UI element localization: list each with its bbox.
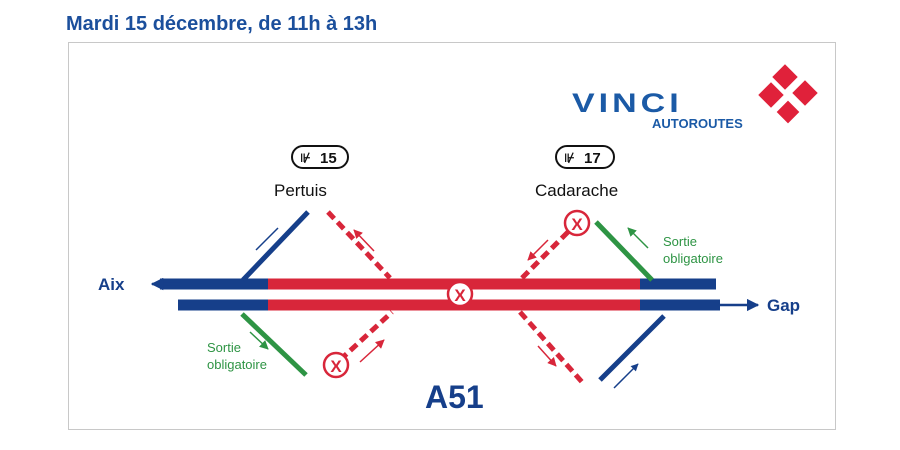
closed-marker-icon: X: [446, 280, 474, 308]
vinci-mark-icon: [758, 64, 818, 124]
logo-brand: VINCI: [572, 89, 683, 119]
mandatory-exit-note-west-1: Sortie: [207, 340, 241, 355]
cadarache-ramps: [518, 220, 666, 389]
exit-17: ⊮ 17 Cadarache: [535, 145, 618, 200]
mandatory-exit-note-east-2: obligatoire: [663, 251, 723, 266]
closed-marker-icon: X: [563, 209, 591, 237]
direction-aix: Aix: [98, 275, 125, 294]
road-name: A51: [425, 379, 484, 415]
svg-text:X: X: [454, 286, 466, 305]
exit-17-name: Cadarache: [535, 181, 618, 200]
exit-15-number: 15: [320, 150, 337, 167]
mandatory-exit-note-east-1: Sortie: [663, 234, 697, 249]
vinci-logo: VINCI AUTOROUTES: [572, 64, 818, 131]
exit-15-name: Pertuis: [274, 181, 327, 200]
logo-subtitle: AUTOROUTES: [652, 116, 743, 131]
map-frame: [68, 42, 836, 430]
exit-15: ⊮ 15 Pertuis: [274, 145, 349, 200]
svg-text:X: X: [571, 215, 583, 234]
closed-marker-icon: X: [322, 351, 350, 379]
exit-17-number: 17: [584, 150, 601, 167]
mandatory-exit-note-west-2: obligatoire: [207, 357, 267, 372]
svg-text:⊮: ⊮: [564, 151, 575, 165]
svg-text:X: X: [330, 357, 342, 376]
pertuis-ramps: [240, 210, 394, 377]
page-title: Mardi 15 décembre, de 11h à 13h: [66, 13, 378, 35]
direction-gap: Gap: [767, 296, 800, 315]
svg-text:⊮: ⊮: [300, 151, 311, 165]
